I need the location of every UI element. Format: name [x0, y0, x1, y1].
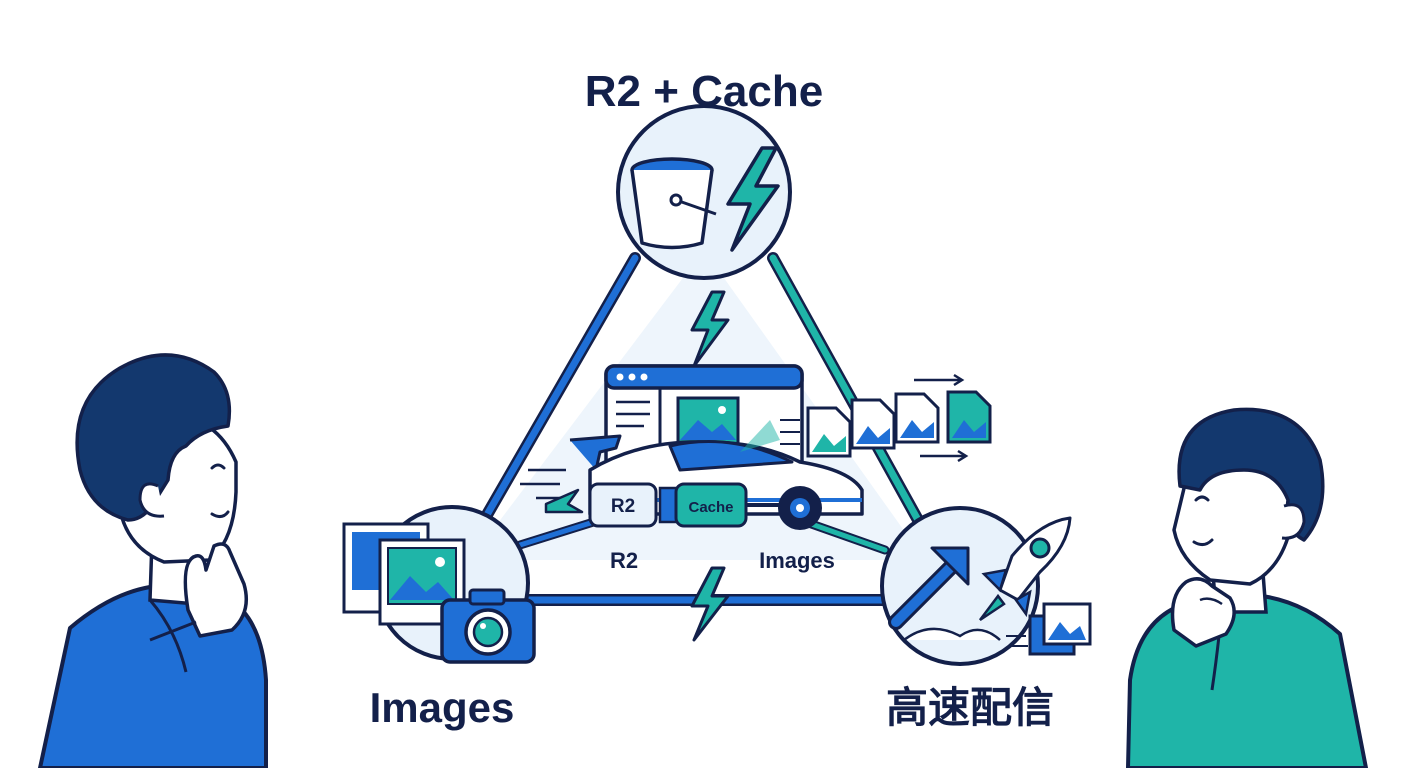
right-person [1126, 407, 1368, 768]
rocket-icon [979, 516, 1072, 622]
growth-arrow-icon [888, 546, 970, 630]
bucket-icon [630, 157, 717, 250]
lightning-icon [726, 146, 780, 252]
race-car-icon: R2 Cache [520, 420, 864, 530]
lightning-icon [690, 566, 730, 642]
photo-stack-icon [1006, 602, 1092, 656]
r2-cache-node [616, 104, 792, 280]
image-file-stream [780, 373, 969, 463]
fast-delivery-node [880, 506, 1092, 666]
image-file-icon [894, 392, 940, 444]
image-file-icon [806, 406, 852, 458]
camera-icon [440, 588, 536, 664]
car-under-r2-label: R2 [610, 548, 638, 573]
image-file-icon [946, 390, 992, 444]
car-under-images-label: Images [759, 548, 835, 573]
engine-cache-label: Cache [688, 499, 733, 516]
image-file-icon [850, 398, 896, 450]
images-node [342, 505, 536, 664]
images-label: Images [370, 684, 515, 731]
lightning-icon [690, 290, 730, 368]
engine-r2-label: R2 [611, 496, 635, 517]
fast-delivery-label: 高速配信 [886, 683, 1054, 732]
left-person [38, 353, 268, 768]
